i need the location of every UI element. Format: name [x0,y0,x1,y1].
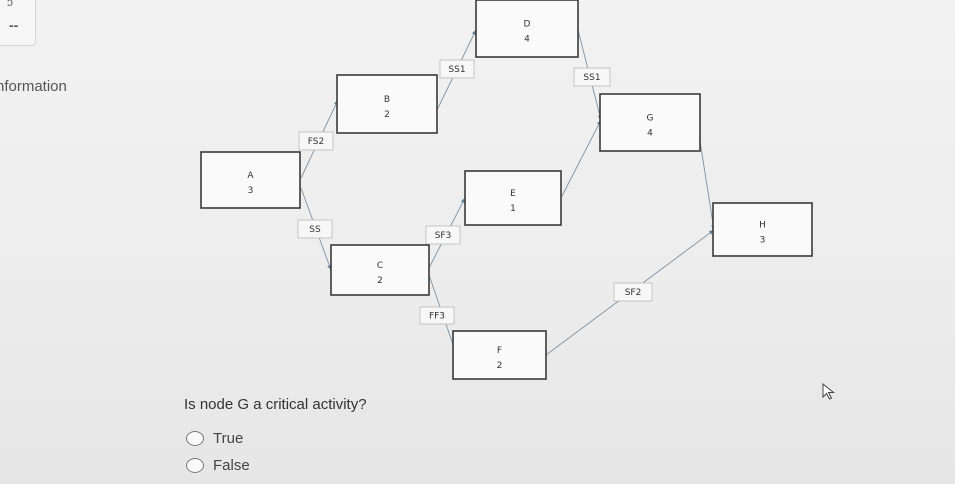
option-true[interactable]: True [186,430,243,447]
node-duration: 1 [510,204,516,214]
node-duration: 3 [760,236,766,246]
node-h: H3 [712,202,813,257]
option-true-label: True [213,430,244,447]
node-e: E1 [464,170,562,226]
corner-glyph: ɔ [7,0,13,9]
edge-label-box [298,131,334,151]
node-box [336,74,438,134]
node-name: F [497,346,502,356]
node-f: F2 [452,330,547,380]
edge-label-box [613,282,653,302]
edge-label-box [297,219,333,239]
node-name: C [377,261,383,271]
node-a: A3 [200,151,301,209]
edge-label-box [439,59,475,79]
node-name: G [647,114,654,124]
node-duration: 4 [524,35,530,45]
node-box [464,170,562,226]
information-label: nformation [0,78,67,95]
node-name: E [510,189,516,199]
option-false[interactable]: False [186,457,250,474]
question-text: Is node G a critical activity? [184,396,367,413]
edge-label-box [425,225,461,245]
node-duration: 3 [248,186,254,196]
node-g: G4 [599,93,701,152]
edge-label: SS1 [448,65,465,75]
edge-label-box [573,67,611,87]
node-box [599,93,701,152]
node-box [475,0,579,58]
node-name: H [759,221,766,231]
radio-true[interactable] [186,431,204,446]
node-c: C2 [330,244,430,296]
node-name: B [384,95,390,105]
edge-label: SS1 [583,73,600,83]
node-box [200,151,301,209]
edge-e-g [560,119,602,199]
node-name: A [247,171,254,181]
edge-label: FS2 [308,137,324,147]
collapse-dash-icon[interactable]: -- [9,17,19,33]
edge-label-box [419,306,455,325]
node-name: D [524,20,531,30]
node-b: B2 [336,74,438,134]
node-duration: 4 [647,129,653,139]
node-duration: 2 [384,110,390,120]
edge-label: SS [309,225,321,235]
edge-label: FF3 [429,312,445,322]
node-d: D4 [475,0,579,58]
node-duration: 2 [497,361,503,371]
edge-label: SF3 [435,231,452,241]
node-box [330,244,430,296]
corner-widget[interactable]: ɔ -- [0,0,36,46]
edge-label: SF2 [625,288,642,298]
node-box [712,202,813,257]
mouse-cursor-icon [822,383,835,400]
option-false-label: False [213,457,250,474]
node-duration: 2 [377,276,383,286]
node-box [452,330,547,380]
radio-false[interactable] [186,458,204,473]
